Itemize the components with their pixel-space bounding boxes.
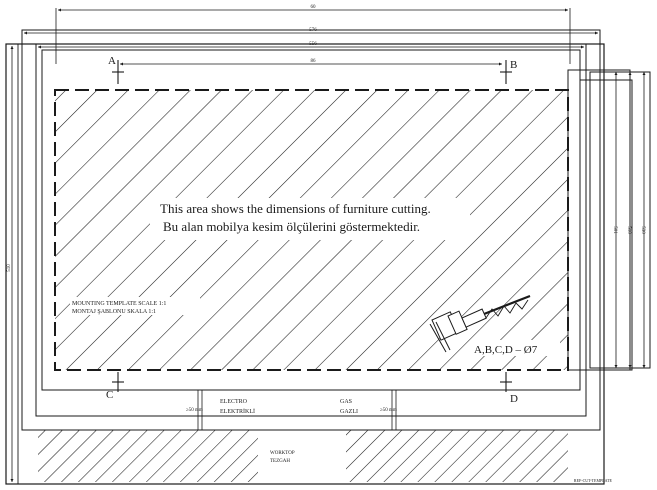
note-turkish: Bu alan mobilya kesim ölçülerini gösterm… bbox=[163, 219, 420, 234]
worktop-hatch-right bbox=[346, 430, 568, 482]
worktop-label-1: WORKTOP bbox=[270, 451, 295, 456]
corner-marks bbox=[112, 60, 512, 392]
drill-diameter-label: A,B,C,D – Ø7 bbox=[474, 344, 538, 356]
dim-top-3: 556 bbox=[309, 42, 317, 47]
gas-label-1: GAS bbox=[340, 399, 352, 405]
mounting-backdrop bbox=[70, 297, 200, 315]
note-backdrop bbox=[150, 198, 470, 240]
point-c-label: C bbox=[106, 389, 113, 401]
point-d-label: D bbox=[510, 393, 518, 405]
dim-top-outer: 60 bbox=[311, 5, 317, 10]
worktop-hatch-left bbox=[38, 430, 258, 482]
dim-left-height: 510 bbox=[7, 264, 12, 272]
note-english: This area shows the dimensions of furnit… bbox=[160, 201, 431, 216]
dim-right-2: 510 bbox=[626, 226, 631, 234]
right-dimension-lines bbox=[614, 72, 646, 368]
dim-top-inner: 86 bbox=[311, 59, 317, 64]
right-side-frames bbox=[567, 69, 651, 371]
point-b-label: B bbox=[510, 59, 517, 71]
top-dimension-lines bbox=[24, 8, 598, 66]
drill-bit-icon bbox=[429, 294, 531, 353]
electro-label-1: ELECTRO bbox=[220, 399, 248, 405]
clearance-left: ≥50 mm bbox=[186, 408, 203, 413]
electro-label-2: ELEKTRİKLİ bbox=[220, 408, 255, 415]
worktop-label-2: TEZGAH bbox=[270, 459, 290, 464]
drill-label-backdrop bbox=[470, 340, 560, 356]
mounting-line-1: MOUNTING TEMPLATE SCALE 1:1 bbox=[72, 301, 166, 307]
gas-label-2: GAZLI bbox=[340, 409, 358, 415]
clearance-right: ≥50 mm bbox=[380, 408, 397, 413]
document-code: REF-CUT-TEMPLATE bbox=[574, 478, 613, 483]
zone-dividers bbox=[197, 390, 397, 430]
dim-top-2: 576 bbox=[309, 28, 317, 33]
dim-right-1: 501 bbox=[612, 226, 617, 234]
dim-right-3: 530 bbox=[640, 226, 645, 234]
cutting-area-outline bbox=[54, 89, 569, 371]
point-a-label: A bbox=[108, 55, 116, 67]
mounting-line-2: MONTAJ ŞABLONU SKALA 1:1 bbox=[72, 309, 156, 315]
